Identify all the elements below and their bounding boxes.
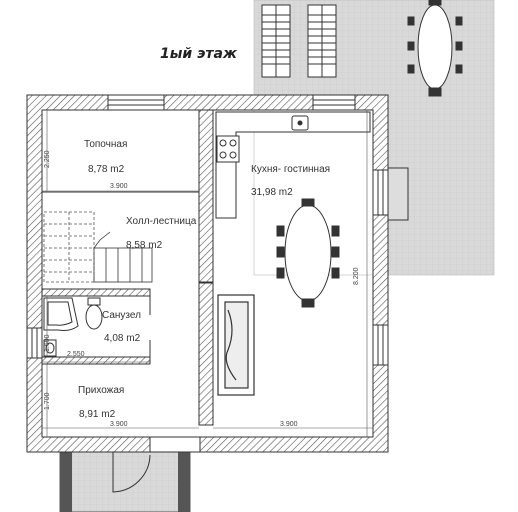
terrace bbox=[253, 0, 495, 276]
bathtub-icon bbox=[43, 297, 79, 331]
sun-lounger-icon bbox=[261, 4, 291, 78]
porch bbox=[59, 451, 191, 512]
terrace-door-frame bbox=[387, 167, 409, 221]
room-name-entrance: Прихожая bbox=[78, 385, 124, 396]
dim-top-left-height: 2.250 bbox=[44, 150, 51, 168]
room-name-hall: Холл-лестница bbox=[126, 216, 197, 227]
room-name-topochnaya: Топочная bbox=[84, 139, 127, 150]
room-area-bathroom: 4,08 m2 bbox=[104, 333, 141, 344]
dim-top-left-width: 3.900 bbox=[110, 183, 128, 190]
partition-lines bbox=[42, 191, 199, 357]
room-name-kitchen: Кухня- гостинная bbox=[251, 164, 330, 175]
interior-walls bbox=[41, 109, 214, 426]
dimension-lines bbox=[42, 110, 373, 437]
toilet-icon bbox=[85, 297, 103, 330]
staircase-lower-icon bbox=[93, 231, 153, 283]
room-area-hall: 8,58 m2 bbox=[126, 240, 163, 251]
dim-right-height: 8.200 bbox=[353, 267, 360, 285]
kitchen-counter-icon bbox=[215, 111, 371, 219]
sofa-icon bbox=[217, 294, 255, 396]
dim-entrance-height: 1.700 bbox=[44, 392, 51, 410]
stove-icon bbox=[216, 135, 240, 163]
exterior-walls bbox=[26, 94, 389, 453]
dining-table-icon bbox=[276, 198, 340, 308]
room-area-kitchen: 31,98 m2 bbox=[251, 187, 293, 198]
sun-lounger-icon bbox=[307, 4, 337, 78]
floor-title: 1ый этаж bbox=[160, 46, 238, 62]
outdoor-dining-table-icon bbox=[407, 0, 463, 97]
dim-bottom-right-width: 3.900 bbox=[280, 421, 298, 428]
dim-bath-width: 2.550 bbox=[67, 351, 85, 358]
dim-bath-height: 1.600 bbox=[44, 334, 51, 352]
room-area-entrance: 8,91 m2 bbox=[79, 409, 116, 420]
dim-bottom-left-width: 3.900 bbox=[110, 421, 128, 428]
room-area-topochnaya: 8,78 m2 bbox=[88, 164, 125, 175]
room-name-bathroom: Санузел bbox=[102, 310, 141, 321]
entrance-door-icon bbox=[112, 452, 151, 493]
staircase-icon bbox=[43, 211, 95, 283]
